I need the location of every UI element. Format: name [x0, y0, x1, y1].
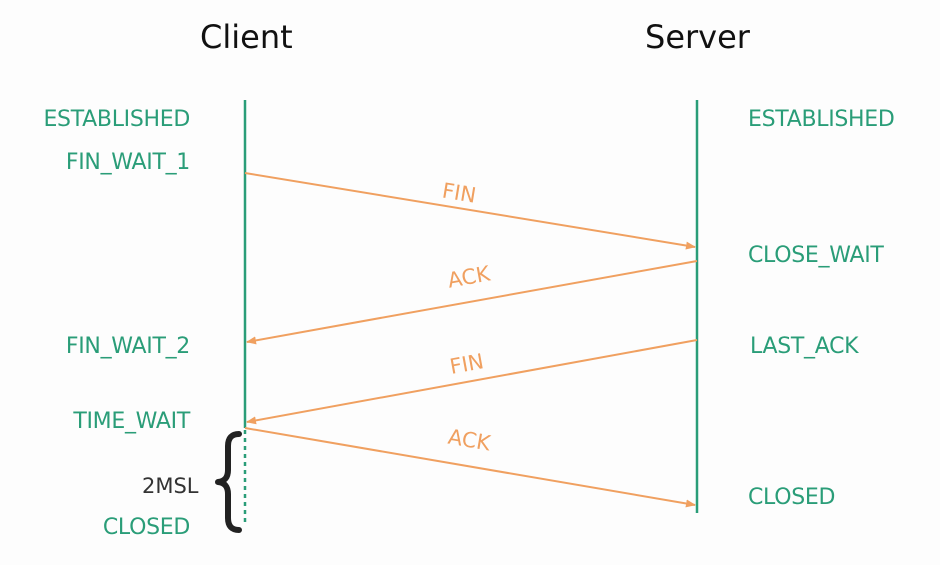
client-title: Client [200, 18, 293, 56]
client-state-fin-wait-2: FIN_WAIT_2 [65, 334, 190, 359]
brace-icon [215, 431, 242, 533]
server-state-established: ESTABLISHED [748, 107, 895, 132]
ack-1-label: ACK [446, 261, 493, 292]
wait-duration-label: 2MSL [142, 474, 199, 498]
fin-1-arrow [244, 172, 696, 250]
server-state-closed: CLOSED [748, 485, 836, 510]
server-state-close-wait: CLOSE_WAIT [748, 243, 884, 268]
client-state-established: ESTABLISHED [43, 107, 190, 132]
client-state-fin-wait-1: FIN_WAIT_1 [65, 150, 190, 175]
ack-2-label: ACK [446, 425, 493, 456]
server-state-last-ack: LAST_ACK [750, 334, 859, 359]
client-state-time-wait: TIME_WAIT [73, 409, 190, 434]
fin-2-label: FIN [448, 349, 486, 379]
client-state-closed: CLOSED [102, 515, 190, 540]
ack-2-arrow [244, 427, 696, 508]
fin-1-label: FIN [440, 179, 477, 208]
fin-2-arrow [246, 339, 698, 425]
ack-1-arrow [246, 260, 698, 345]
server-title: Server [645, 18, 750, 56]
